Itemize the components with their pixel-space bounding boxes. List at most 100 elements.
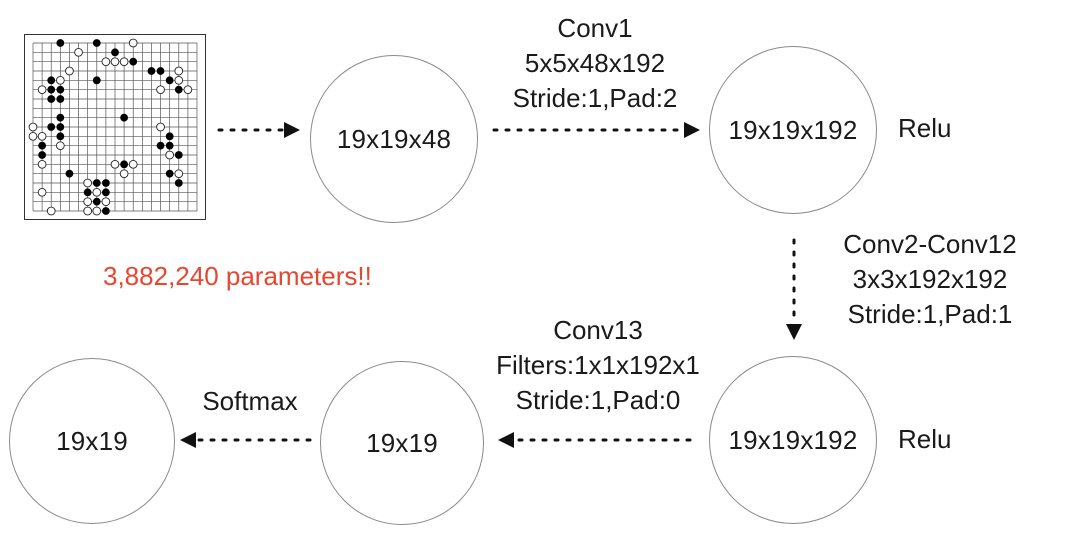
black-stone [56,39,65,47]
black-stone [165,141,174,150]
arrowhead-softmax [180,432,196,448]
go-board [24,34,206,220]
white-stone [65,66,74,76]
black-stone [156,141,165,150]
board-stones [28,38,193,216]
black-stone [56,123,65,131]
white-stone [55,75,65,85]
black-stone [47,123,56,131]
white-stone [119,169,129,179]
white-stone [128,38,138,48]
white-stone [183,85,193,95]
node-conv12-output-label: 19x19x192 [728,424,858,455]
black-stone [92,197,101,206]
arrowhead-conv1 [684,122,700,138]
node-conv13-output: 19x19 [320,361,484,525]
black-stone [56,95,65,103]
node-input: 19x19x48 [310,55,478,223]
white-stone [83,197,93,207]
black-stone [92,39,101,47]
black-stone [156,67,165,75]
black-stone [65,169,74,178]
softmax-label: Softmax [180,384,320,419]
white-stone [37,85,47,95]
black-stone [120,160,129,169]
black-stone [165,169,174,178]
black-stone [174,151,183,159]
black-stone [92,179,101,187]
black-stone [174,85,183,94]
white-stone [165,150,175,160]
arrowhead-conv13 [498,432,514,448]
white-stone [174,66,184,76]
black-stone [147,67,156,75]
node-softmax-output-label: 19x19 [56,425,128,456]
black-stone [174,179,183,187]
black-stone [101,207,110,215]
black-stone [56,85,65,94]
node-conv1-output-label: 19x19x192 [728,114,858,145]
black-stone [56,113,65,122]
arrowhead-board-to-input [284,122,300,138]
parameter-count-note: 3,882,240 parameters!! [103,261,372,291]
white-stone [110,57,120,67]
white-stone [37,159,47,169]
white-stone [156,85,165,95]
black-stone [165,132,174,141]
conv1-name: Conv1 [557,13,633,43]
conv13-name: Conv13 [553,315,643,345]
node-conv12-output: 19x19x192 [709,356,877,524]
white-stone [28,131,38,141]
black-stone [165,76,174,85]
white-stone [101,197,111,207]
go-board-image [24,34,206,220]
black-stone [83,188,92,197]
white-stone [83,206,93,216]
white-stone [110,159,120,169]
black-stone [92,76,101,85]
conv2-12-stride: Stride:1,Pad:1 [847,299,1013,329]
white-stone [92,206,102,216]
relu-label-top: Relu [898,113,952,143]
conv13-label: Conv13 Filters:1x1x192x1 Stride:1,Pad:0 [468,313,728,418]
white-stone [174,169,184,179]
relu-label-bottom: Relu [898,424,952,454]
conv1-label: Conv1 5x5x48x192 Stride:1,Pad:2 [480,11,710,116]
black-stone [101,188,110,197]
white-stone [156,122,165,132]
black-stone [47,85,56,94]
conv1-stride: Stride:1,Pad:2 [512,83,678,113]
softmax-name: Softmax [202,386,298,416]
white-stone [101,57,111,67]
node-conv13-output-label: 19x19 [366,427,438,458]
white-stone [83,178,93,188]
conv13-filter: Filters:1x1x192x1 [496,350,700,380]
node-input-label: 19x19x48 [336,123,452,154]
white-stone [28,122,38,132]
black-stone [111,48,119,57]
white-stone [128,159,138,169]
black-stone [47,95,56,103]
node-softmax-output: 19x19 [9,358,175,524]
white-stone [92,187,102,197]
white-stone [37,131,47,141]
arrowhead-conv2-12 [786,324,802,340]
black-stone [56,132,65,141]
white-stone [46,206,56,216]
conv2-12-filter: 3x3x192x192 [852,264,1008,294]
black-stone [120,113,129,122]
black-stone [38,151,47,159]
white-stone [55,141,65,151]
black-stone [129,57,138,66]
white-stone [119,57,129,67]
conv13-stride: Stride:1,Pad:0 [515,385,681,415]
black-stone [47,76,56,85]
node-conv1-output: 19x19x192 [709,46,877,214]
white-stone [74,47,83,57]
conv2-12-label: Conv2-Conv12 3x3x192x192 Stride:1,Pad:1 [815,227,1045,332]
conv2-12-name: Conv2-Conv12 [843,229,1017,259]
black-stone [38,141,47,150]
white-stone [174,75,184,85]
white-stone [37,187,47,197]
